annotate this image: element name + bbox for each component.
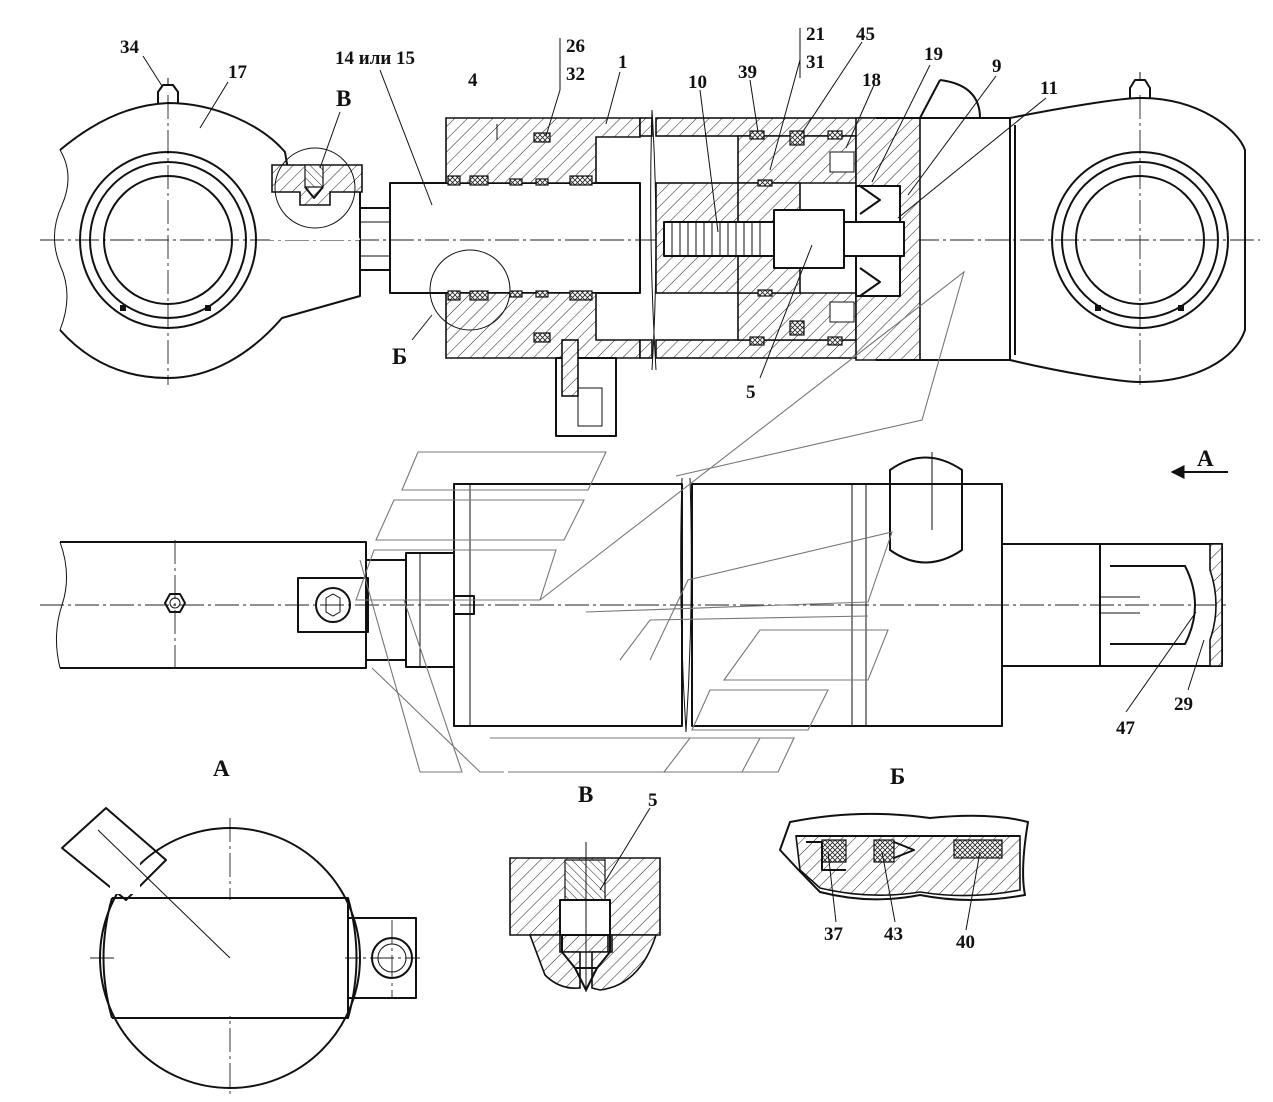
label-19: 19 <box>924 44 943 65</box>
label-45: 45 <box>856 24 875 45</box>
label-4: 4 <box>468 70 478 91</box>
right-eye-housing <box>876 72 1246 383</box>
view-a <box>61 807 420 1095</box>
label-39: 39 <box>738 62 757 83</box>
label-14-15: 14 или 15 <box>335 48 415 69</box>
label-34: 34 <box>120 37 140 58</box>
view-v-title: В <box>578 782 593 807</box>
label-18: 18 <box>862 70 881 91</box>
label-5-detail: 5 <box>648 790 658 811</box>
top-section-view <box>40 72 1260 437</box>
label-9: 9 <box>992 56 1002 77</box>
detail-b-callout-circle <box>429 249 511 331</box>
end-cap <box>843 117 921 361</box>
arrow-a-label: А <box>1197 446 1214 471</box>
label-43: 43 <box>884 924 903 945</box>
label-17: 17 <box>228 62 248 83</box>
port-boss <box>555 339 617 437</box>
label-5: 5 <box>746 382 756 403</box>
label-b: Б <box>392 344 407 369</box>
view-b-title: Б <box>890 764 905 789</box>
left-eye-housing <box>54 78 391 379</box>
label-29: 29 <box>1174 694 1193 715</box>
piston-rod <box>389 182 641 294</box>
middle-exterior-view <box>40 270 1230 773</box>
label-32: 32 <box>566 64 585 85</box>
callout-labels: 34 17 14 или 15 В 4 26 32 1 10 39 21 31 … <box>120 24 1214 953</box>
leader-lines <box>142 28 1205 931</box>
label-40: 40 <box>956 932 975 953</box>
view-v <box>509 842 661 992</box>
label-10: 10 <box>688 72 707 93</box>
view-b <box>779 812 1029 901</box>
label-47: 47 <box>1116 718 1136 739</box>
label-31: 31 <box>806 52 825 73</box>
detail-v-callout <box>270 147 363 240</box>
view-a-title: А <box>213 756 230 781</box>
label-21: 21 <box>806 24 825 45</box>
label-v: В <box>336 86 351 111</box>
ghost-outlines <box>355 270 965 773</box>
label-26: 26 <box>566 36 585 57</box>
gland <box>445 117 641 359</box>
label-37: 37 <box>824 924 844 945</box>
label-11: 11 <box>1040 78 1058 99</box>
label-1: 1 <box>618 52 628 73</box>
